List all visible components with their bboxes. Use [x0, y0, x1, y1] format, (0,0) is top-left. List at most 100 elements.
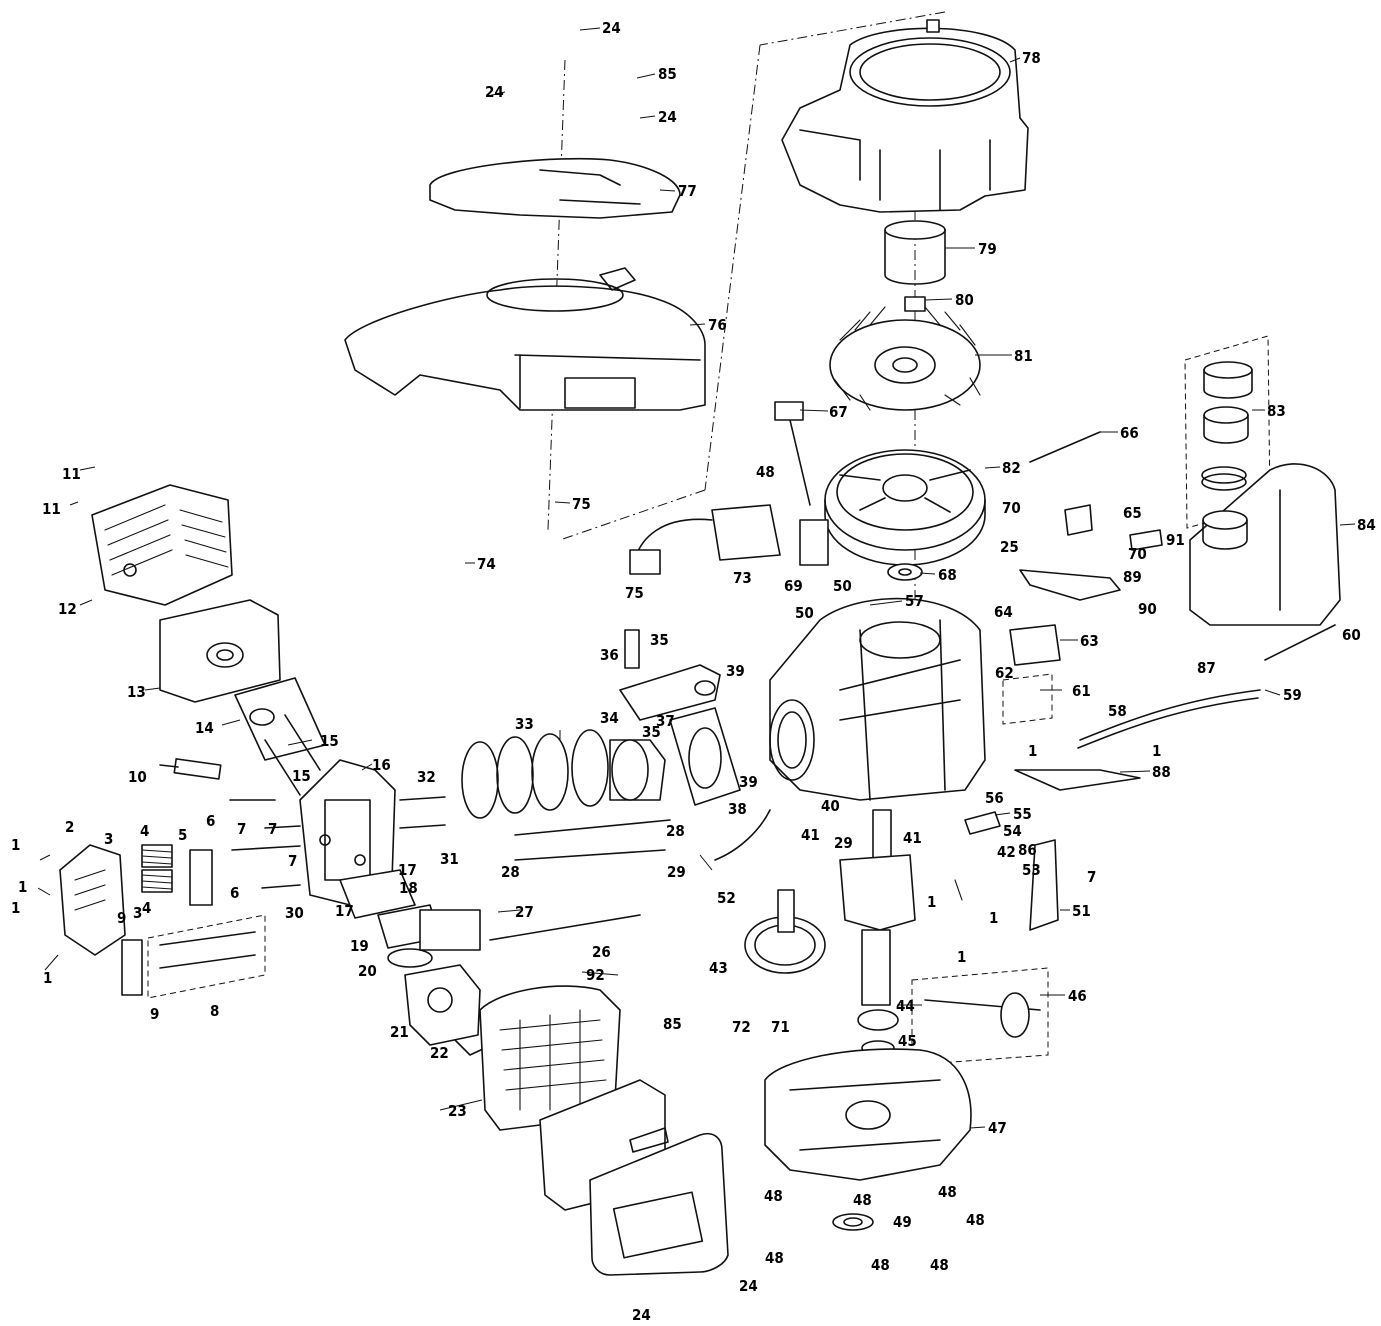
- part-label: 48: [756, 463, 775, 481]
- part-label: 13: [127, 683, 146, 701]
- part-label: 37: [656, 712, 675, 730]
- valves: [159, 931, 256, 969]
- bracket-88: [1014, 769, 1141, 791]
- flywheel-screen: [884, 220, 946, 285]
- part-label: 85: [663, 1015, 682, 1033]
- washer-68: [887, 563, 923, 581]
- part-label: 24: [632, 1306, 651, 1324]
- rod-26: [489, 914, 641, 941]
- part-label: 2: [65, 818, 74, 836]
- part-label: 1: [1028, 742, 1037, 760]
- part-label: 89: [1123, 568, 1142, 586]
- part-label: 39: [726, 662, 745, 680]
- part-label: 10: [128, 768, 147, 786]
- part-label: 15: [320, 732, 339, 750]
- part-label: 87: [1197, 659, 1216, 677]
- part-label: 52: [717, 889, 736, 907]
- part-label: 36: [600, 646, 619, 664]
- piston-pin: [624, 629, 640, 669]
- part-label: 68: [938, 566, 957, 584]
- part-label: 9: [150, 1005, 159, 1023]
- part-label: 55: [1013, 805, 1032, 823]
- part-label: 48: [938, 1183, 957, 1201]
- part-label: 70: [1002, 499, 1021, 517]
- part-label: 1: [989, 909, 998, 927]
- fuel-line: [1079, 689, 1261, 741]
- part-label: 44: [896, 997, 915, 1015]
- part-label: 56: [985, 789, 1004, 807]
- part-label: 3: [133, 904, 142, 922]
- breather-tube: [714, 809, 771, 861]
- rocker-arms: [121, 849, 213, 996]
- part-label: 5: [178, 826, 187, 844]
- control-lever: [1019, 569, 1121, 601]
- part-label: 71: [771, 1018, 790, 1036]
- part-label: 65: [1123, 504, 1142, 522]
- crankshaft: [839, 809, 916, 1006]
- bracket-65: [1064, 504, 1093, 536]
- part-label: 14: [195, 719, 214, 737]
- part-label: 4: [140, 822, 149, 840]
- crankcase-cover: [764, 1048, 972, 1181]
- part-label: 90: [1138, 600, 1157, 618]
- part-label: 3: [104, 830, 113, 848]
- part-label: 4: [142, 899, 151, 917]
- part-label: 51: [1072, 902, 1091, 920]
- part-label: 57: [905, 592, 924, 610]
- part-label: 28: [501, 863, 520, 881]
- bracket-51: [1029, 839, 1059, 931]
- part-label: 16: [372, 756, 391, 774]
- part-label: 35: [642, 723, 661, 741]
- part-label: 48: [966, 1211, 985, 1229]
- part-label: 88: [1152, 763, 1171, 781]
- part-label: 72: [732, 1018, 751, 1036]
- part-label: 92: [586, 966, 605, 984]
- part-label: 86: [1018, 841, 1037, 859]
- part-label: 32: [417, 768, 436, 786]
- part-label: 48: [764, 1187, 783, 1205]
- part-label: 29: [667, 863, 686, 881]
- muffler: [159, 599, 281, 703]
- connecting-rod: [619, 664, 721, 721]
- push-rods: [229, 799, 301, 889]
- part-label: 28: [666, 822, 685, 840]
- part-label: 49: [893, 1213, 912, 1231]
- part-label: 43: [709, 959, 728, 977]
- flywheel: [824, 449, 986, 566]
- part-label: 6: [206, 812, 215, 830]
- part-label: 7: [1087, 868, 1096, 886]
- piston: [609, 739, 666, 801]
- part-label: 64: [994, 603, 1013, 621]
- fuel-cap: [1201, 361, 1253, 491]
- part-label: 53: [1022, 861, 1041, 879]
- part-label: 11: [62, 465, 81, 483]
- part-label: 47: [988, 1119, 1007, 1137]
- part-label: 91: [1166, 531, 1185, 549]
- part-label: 73: [733, 569, 752, 587]
- part-label: 83: [1267, 402, 1286, 420]
- part-label: 1: [11, 899, 20, 917]
- oil-fill-tube: [799, 519, 829, 566]
- part-label: 59: [1283, 686, 1302, 704]
- part-label: 39: [739, 773, 758, 791]
- air-cleaner-cover: [589, 1127, 729, 1276]
- spark-plug: [159, 758, 222, 780]
- part-label: 66: [1120, 424, 1139, 442]
- part-label: 75: [572, 495, 591, 513]
- part-label: 18: [399, 879, 418, 897]
- part-label: 62: [995, 664, 1014, 682]
- cylinder-head: [299, 759, 396, 906]
- part-label: 34: [600, 709, 619, 727]
- part-label: 1: [1152, 742, 1161, 760]
- head-gasket: [669, 707, 741, 806]
- part-label: 9: [117, 909, 126, 927]
- part-label: 74: [477, 555, 496, 573]
- part-label: 85: [658, 65, 677, 83]
- blower-housing: [781, 19, 1029, 213]
- part-label: 63: [1080, 632, 1099, 650]
- fan-cover: [344, 267, 706, 411]
- part-label: 24: [485, 83, 504, 101]
- part-label: 23: [448, 1102, 467, 1120]
